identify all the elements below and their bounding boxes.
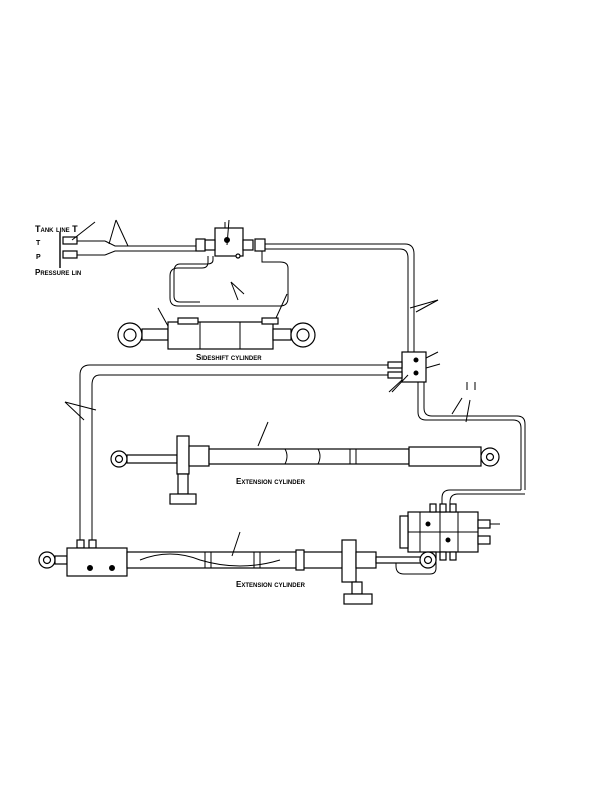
right-hose-run bbox=[417, 382, 526, 508]
upper-extension-cylinder bbox=[110, 421, 500, 505]
sideshift-cylinder-label: Sideshift cylinder bbox=[196, 353, 262, 362]
t-port-label: T bbox=[36, 240, 41, 247]
top-hose-pair bbox=[104, 240, 415, 352]
lower-extension-cylinder bbox=[38, 531, 437, 605]
sideshift-hoses bbox=[169, 251, 289, 319]
control-valve bbox=[395, 503, 500, 575]
inlet-leaders bbox=[71, 219, 129, 247]
inlet-ports bbox=[59, 232, 105, 268]
left-hose-run bbox=[64, 364, 388, 549]
top-valve-block bbox=[195, 219, 266, 259]
p-port-label: P bbox=[36, 254, 41, 261]
sideshift-cylinder bbox=[117, 307, 316, 350]
tank-line-label: Tank line T bbox=[35, 224, 78, 234]
manifold-block bbox=[387, 299, 441, 393]
lower-extension-cylinder-label: Extension cylinder bbox=[236, 580, 306, 589]
upper-extension-cylinder-label: Extension cylinder bbox=[236, 477, 306, 486]
pressure-line-label: Pressure lin bbox=[35, 268, 81, 277]
